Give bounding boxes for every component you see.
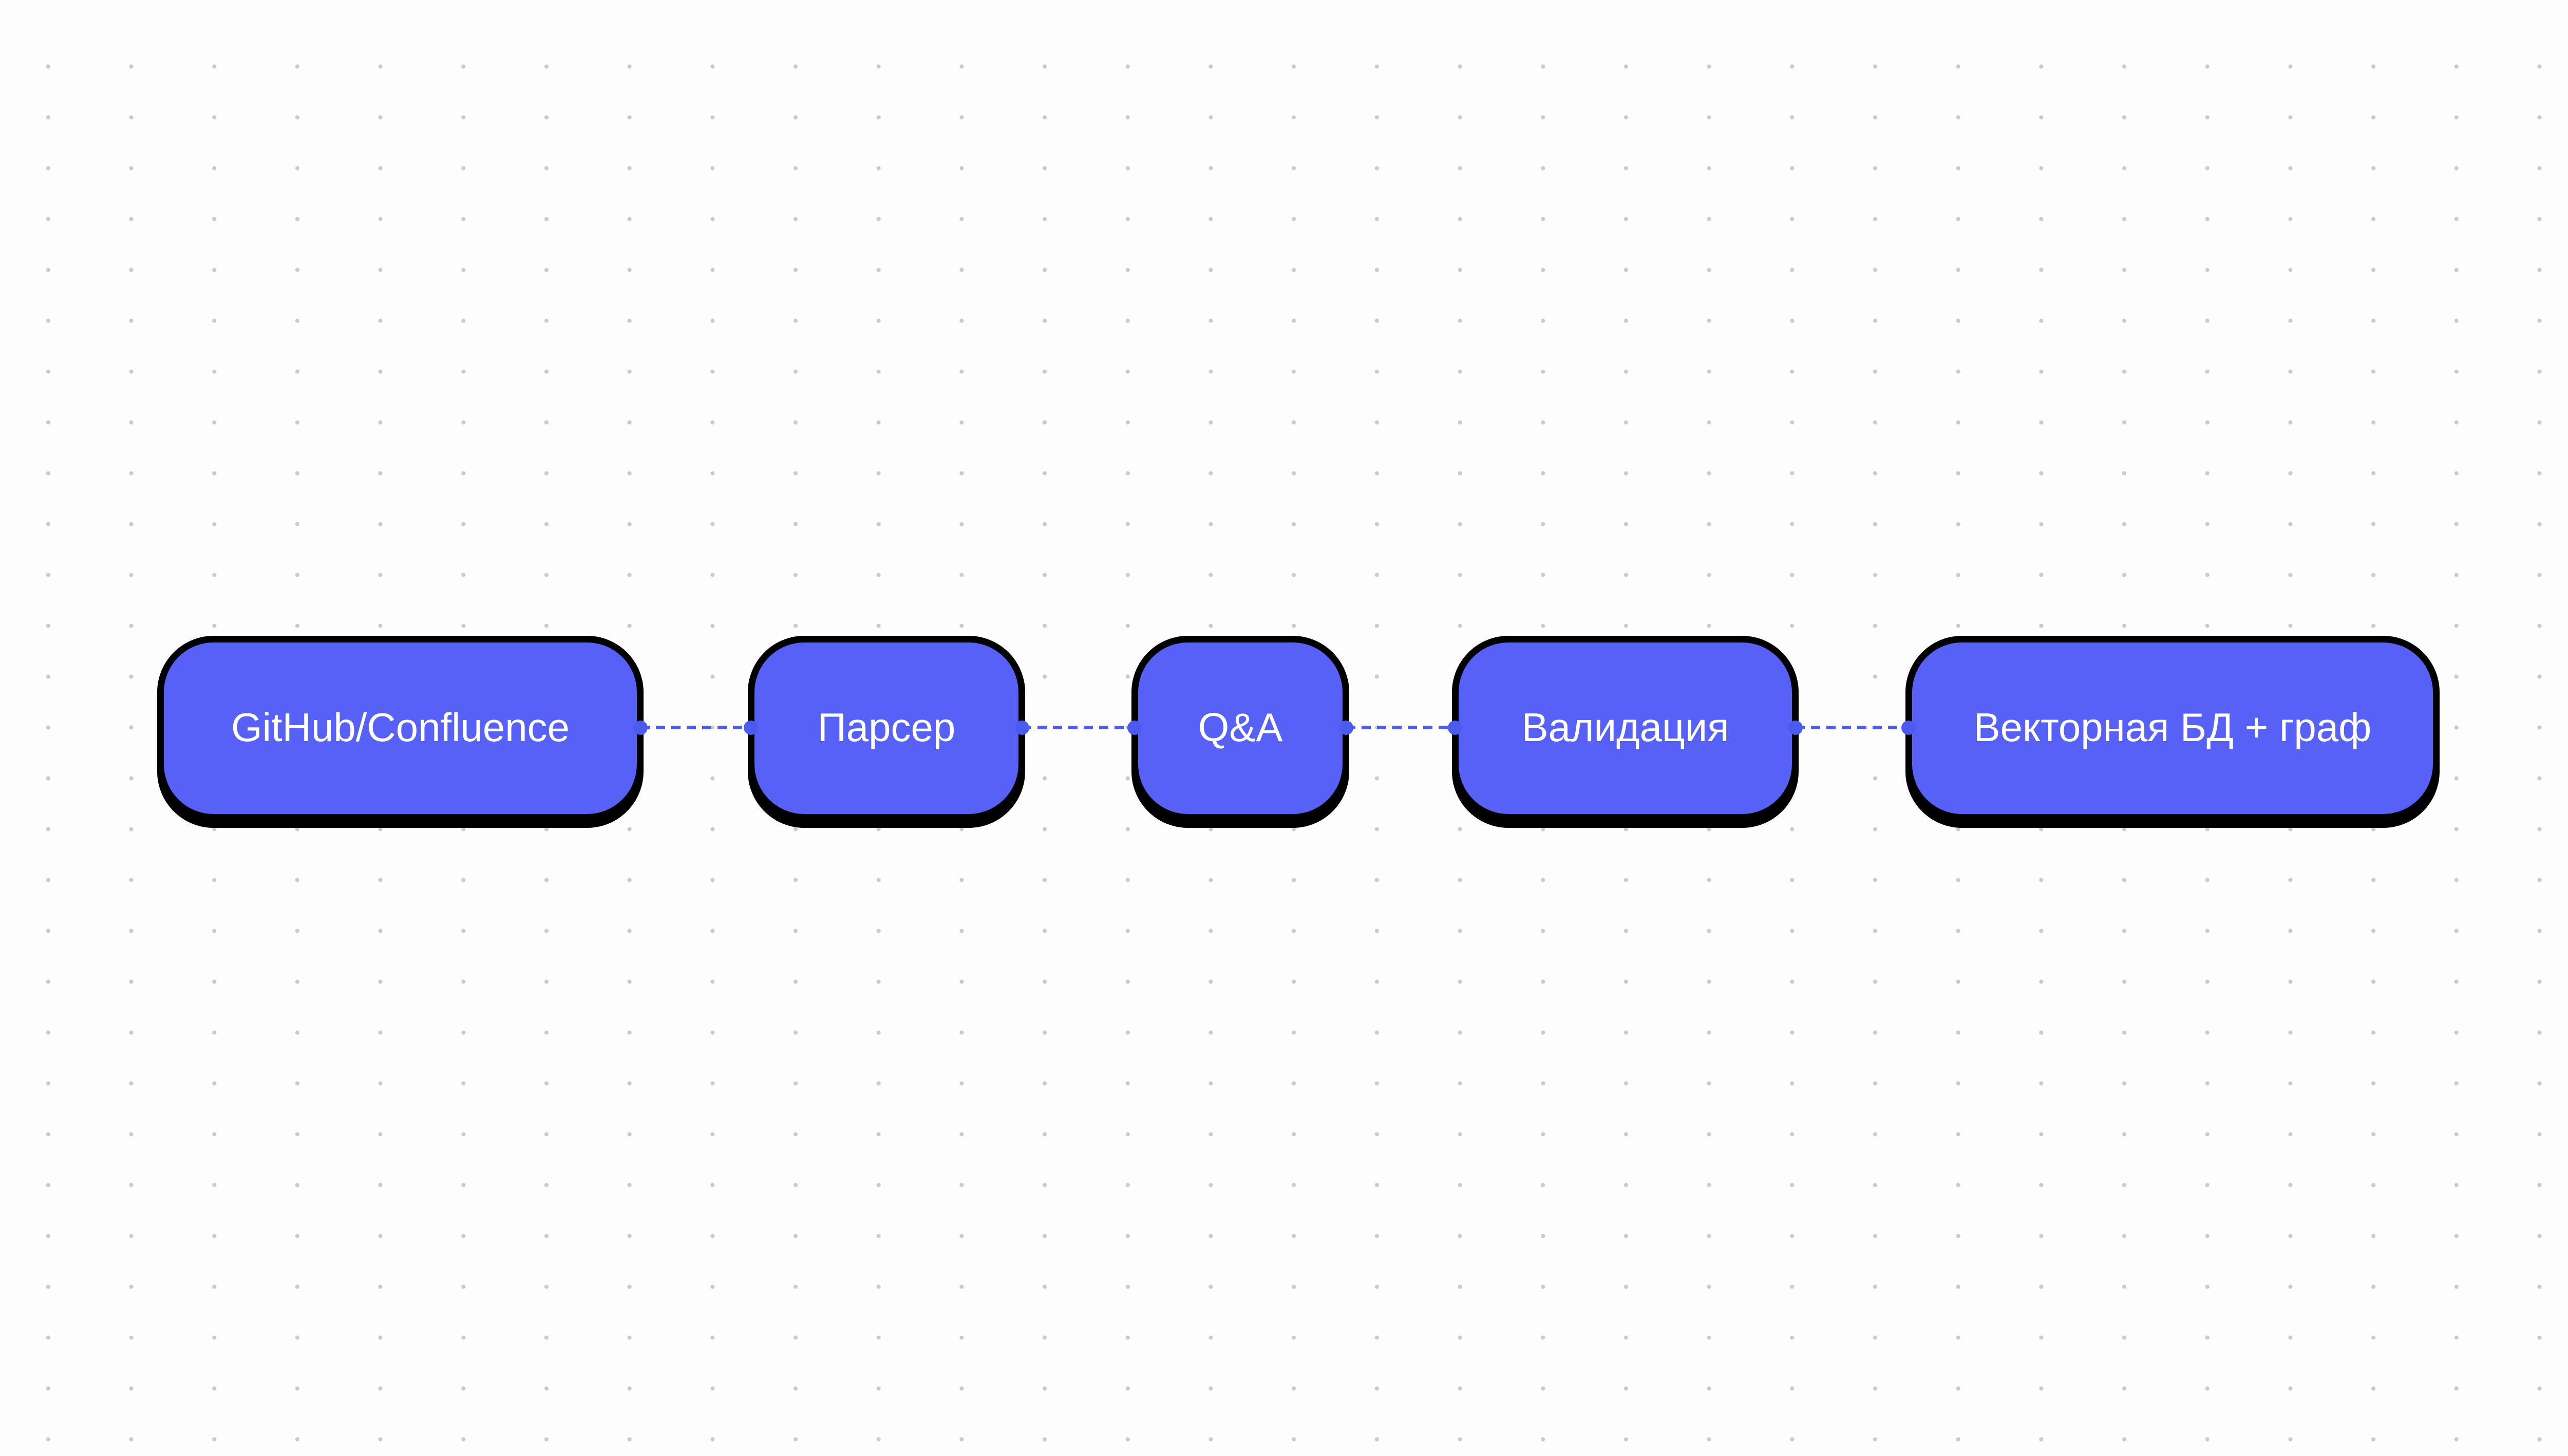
- edge-validation-to-vectordb[interactable]: [1796, 726, 1909, 729]
- port-parser-left[interactable]: [744, 721, 758, 735]
- edge-source-to-parser[interactable]: [640, 726, 751, 729]
- node-validation[interactable]: Валидация: [1452, 636, 1799, 821]
- node-validation-label: Валидация: [1521, 705, 1729, 750]
- port-github-confluence-right[interactable]: [633, 721, 648, 735]
- edge-parser-to-qa[interactable]: [1022, 726, 1135, 729]
- node-vector-db-graph[interactable]: Векторная БД + граф: [1905, 636, 2440, 821]
- port-qa-right[interactable]: [1339, 721, 1353, 735]
- port-qa-left[interactable]: [1127, 721, 1142, 735]
- node-qa-label: Q&A: [1198, 705, 1283, 750]
- node-parser-label: Парсер: [817, 705, 956, 750]
- node-vector-db-graph-label: Векторная БД + граф: [1973, 705, 2372, 750]
- node-qa[interactable]: Q&A: [1131, 636, 1349, 821]
- port-validation-left[interactable]: [1448, 721, 1462, 735]
- edge-qa-to-validation[interactable]: [1346, 726, 1455, 729]
- port-vector-db-graph-left[interactable]: [1901, 721, 1916, 735]
- port-validation-right[interactable]: [1788, 721, 1803, 735]
- node-parser[interactable]: Парсер: [748, 636, 1025, 821]
- node-github-confluence-label: GitHub/Confluence: [231, 705, 570, 750]
- port-parser-right[interactable]: [1015, 721, 1029, 735]
- node-github-confluence[interactable]: GitHub/Confluence: [157, 636, 644, 821]
